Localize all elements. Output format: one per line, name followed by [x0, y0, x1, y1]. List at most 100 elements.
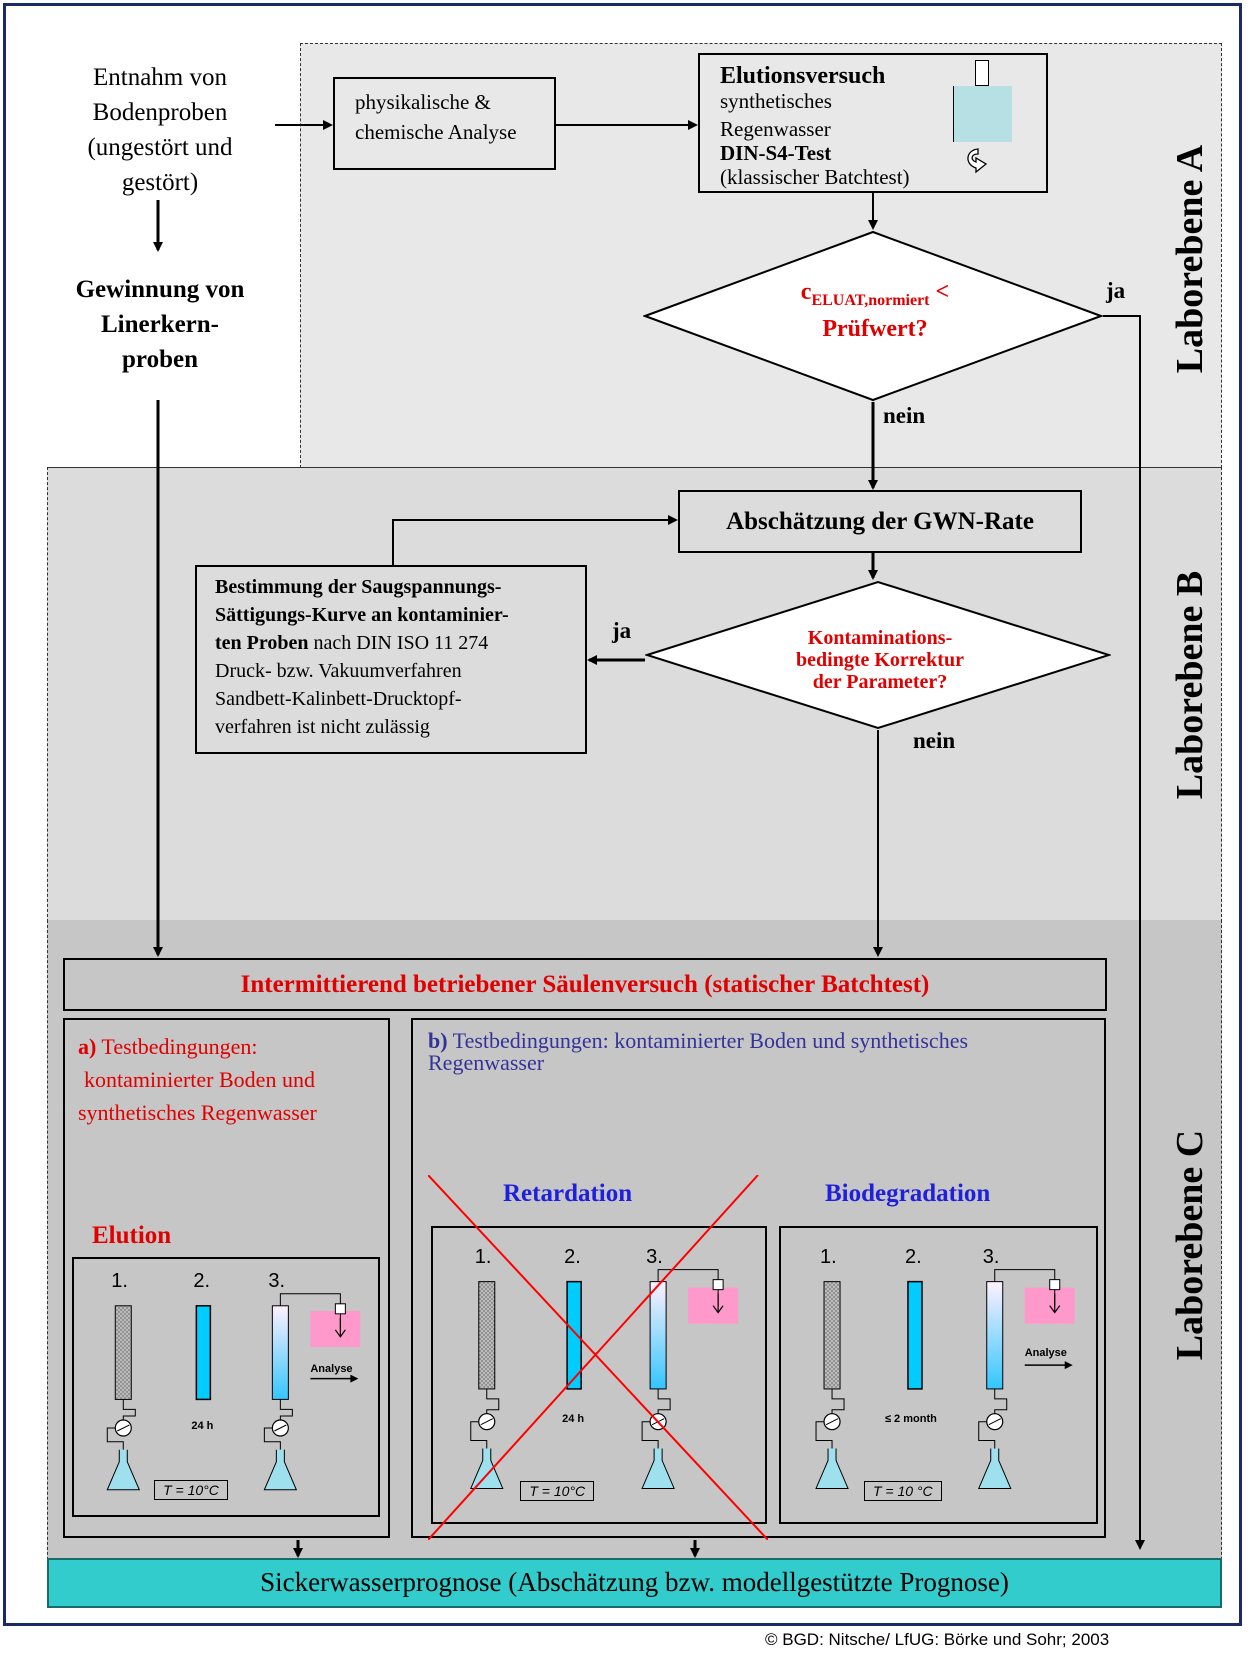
saug-bold3: ten Proben	[215, 632, 309, 654]
analysis-line: chemische Analyse	[355, 120, 517, 144]
sampling-line: Bodenproben	[92, 99, 228, 126]
collection-vessel	[1024, 1287, 1075, 1324]
step-label: 1.	[111, 1269, 128, 1292]
pump-line	[263, 1427, 281, 1450]
experiment-panel: 1. 2. 3. ≤ 2 month Analyse T = 10 °C	[779, 1226, 1098, 1524]
panel-b-line2: Regenwasser	[428, 1050, 545, 1075]
pump-arrow	[825, 1418, 839, 1426]
feed-line	[486, 1388, 500, 1414]
decision-a-line2: Prüfwert?	[822, 315, 928, 342]
panel-a-line: kontaminierter Boden und	[84, 1067, 315, 1092]
water-column	[195, 1305, 212, 1401]
elution-line: Regenwasser	[720, 117, 831, 141]
temperature-box: T = 10 °C	[863, 1481, 942, 1502]
flask-icon	[641, 1448, 675, 1489]
pump-arrow	[480, 1418, 493, 1426]
pump-line	[978, 1421, 996, 1449]
sampling-line: (ungestört und	[87, 134, 233, 161]
step-label: 3.	[982, 1245, 1000, 1268]
gwn-box: Abschätzung der GWN-Rate	[678, 490, 1082, 553]
decision-a-text: cELUAT,normiert < Prüfwert?	[760, 278, 990, 343]
duration-label: 24 h	[562, 1412, 585, 1425]
gwn-label: Abschätzung der GWN-Rate	[726, 508, 1034, 535]
flask-icon	[263, 1449, 298, 1491]
step-label: 3.	[646, 1245, 663, 1268]
column-test-title: Intermittierend betriebener Säulenversuc…	[240, 971, 930, 998]
vessel-cap-icon	[975, 60, 989, 86]
step-label: 1.	[474, 1245, 492, 1268]
analyse-arrowhead	[1064, 1361, 1073, 1370]
drop-arrowhead	[1049, 1305, 1061, 1314]
analyse-label: Analyse	[1024, 1347, 1067, 1360]
panel-a-line: Testbedingungen:	[96, 1034, 258, 1059]
water-column	[907, 1280, 923, 1390]
collection-vessel	[688, 1287, 739, 1324]
saug-line: verfahren ist nicht zulässig	[215, 716, 430, 738]
decision-a-c: c	[800, 279, 812, 305]
saug-line: Sandbett-Kalinbett-Drucktopf-	[215, 688, 462, 710]
outflow-tip	[334, 1303, 346, 1315]
analysis-line: physikalische &	[355, 90, 491, 114]
pump-line	[106, 1427, 124, 1450]
outflow-tip	[1049, 1279, 1061, 1291]
elution-box: Elutionsversuch synthetisches Regenwasse…	[698, 53, 1048, 193]
flask-icon	[815, 1448, 849, 1489]
panel-a-box	[63, 1018, 390, 1538]
prognose-bar: Sickerwasserprognose (Abschätzung bzw. m…	[47, 1558, 1222, 1608]
pump-line	[641, 1421, 659, 1449]
sampling-text: Entnahm von Bodenproben (ungestört und g…	[55, 60, 265, 200]
saug-bold-line: Sättigungs-Kurve an kontaminier-	[215, 604, 509, 626]
decision-a-yes: ja	[1106, 278, 1126, 303]
pump-arrow	[274, 1424, 287, 1432]
saug-rest3: nach DIN ISO 11 274	[308, 632, 489, 654]
temperature-box: T = 10°C	[520, 1481, 595, 1502]
pump-arrow	[988, 1418, 1001, 1426]
decision-diamond-a	[643, 230, 1103, 402]
vessel-icon	[953, 86, 1012, 142]
copyright: © BGD: Nitsche/ LfUG: Börke und Sohr; 20…	[765, 1630, 1110, 1649]
drop-arrowhead	[334, 1329, 346, 1338]
zone-c-background	[47, 920, 1222, 1600]
panel-b-prefix: b)	[428, 1028, 448, 1053]
decision-a-sub: ELUAT,normiert	[811, 291, 930, 309]
analyse-arrowhead	[350, 1374, 359, 1383]
panel-a-text: a) Testbedingungen: kontaminierter Boden…	[78, 1030, 317, 1129]
decision-a-no: nein	[883, 403, 926, 428]
feed-line	[279, 1399, 293, 1420]
duration-label: ≤ 2 month	[884, 1412, 937, 1425]
column-test-box: Intermittierend betriebener Säulenversuc…	[63, 958, 1107, 1011]
decision-a-lt: <	[929, 279, 950, 305]
decision-b-line: Kontaminations-	[807, 627, 953, 649]
panel-b-line1: Testbedingungen: kontaminierter Boden un…	[447, 1028, 969, 1053]
liner-line: Linerkern-	[100, 311, 220, 338]
biodegradation-heading: Biodegradation	[825, 1180, 991, 1207]
water-column	[566, 1280, 582, 1390]
outer-frame	[3, 3, 1242, 1626]
temperature-box: T = 10°C	[154, 1480, 228, 1500]
retardation-heading: Retardation	[503, 1180, 633, 1207]
cross-out-mark	[428, 1175, 768, 1540]
elution-heading: Elution	[92, 1222, 172, 1249]
outflow-tip	[712, 1279, 724, 1291]
rotation-icon	[967, 148, 988, 174]
saugspannung-box: Bestimmung der Saugspannungs- Sättigungs…	[195, 565, 587, 754]
drop-arrowhead	[712, 1305, 724, 1314]
panel-a-prefix: a)	[78, 1034, 97, 1059]
analysis-box: physikalische & chemische Analyse	[333, 77, 556, 170]
feed-line	[122, 1399, 136, 1420]
step-label: 1.	[820, 1245, 837, 1268]
panel-b-box	[411, 1018, 1106, 1538]
decision-diamond-b	[645, 580, 1111, 730]
duration-label: 24 h	[191, 1420, 214, 1433]
step-label: 2.	[904, 1245, 922, 1268]
sampling-line: gestört)	[121, 169, 199, 196]
pump-line	[815, 1421, 833, 1449]
saug-line: Druck- bzw. Vakuumverfahren	[215, 660, 462, 682]
decision-b-line: der Parameter?	[812, 671, 948, 693]
decision-b-text: Kontaminations- bedingte Korrektur der P…	[760, 627, 1000, 693]
prognose-label: Sickerwasserprognose (Abschätzung bzw. m…	[260, 1567, 1009, 1597]
liner-line: Gewinnung von	[75, 276, 245, 303]
analyse-label: Analyse	[310, 1363, 353, 1375]
